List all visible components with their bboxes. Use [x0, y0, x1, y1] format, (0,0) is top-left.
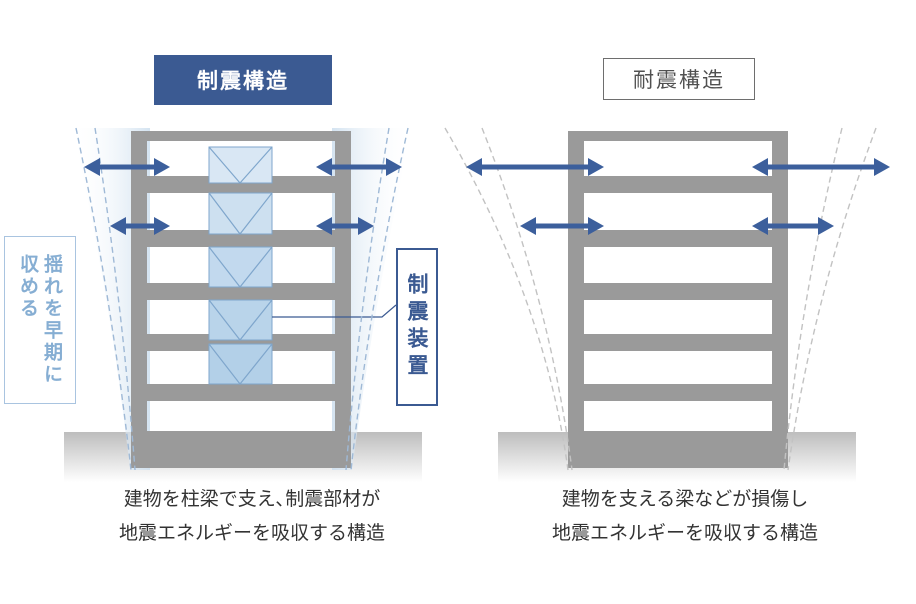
device-leader-line — [272, 304, 397, 318]
caption-right-line1: 建物を支える梁などが損傷し — [561, 488, 809, 510]
double-headed-arrow-icon — [520, 217, 604, 235]
sway-shade-right — [332, 128, 412, 470]
side-label-early-damping: 揺れを早期に 収める — [4, 236, 76, 404]
damper-brace-icon — [208, 192, 273, 235]
sway-lines-left — [75, 127, 409, 471]
damper-brace-icon — [208, 299, 273, 341]
caption-left-line2: 地震エネルギーを吸収する構造 — [118, 522, 385, 544]
double-headed-arrow-icon — [316, 217, 374, 235]
double-headed-arrow-icon — [752, 158, 890, 176]
double-headed-arrow-icon — [110, 217, 170, 235]
title-taishin-kozo: 耐震構造 — [603, 58, 755, 100]
building-frame-right — [568, 131, 788, 468]
caption-right: 建物を支える梁などが損傷し 地震エネルギーを吸収する構造 — [485, 482, 885, 550]
sway-shade-left — [72, 128, 150, 470]
double-headed-arrow-icon — [316, 158, 402, 176]
sway-lines-right — [444, 127, 877, 471]
double-headed-arrow-icon — [752, 217, 834, 235]
damper-brace-icon — [208, 146, 273, 184]
caption-right-line2: 地震エネルギーを吸収する構造 — [551, 522, 818, 544]
double-headed-arrow-icon — [466, 158, 604, 176]
double-headed-arrow-icon — [84, 158, 170, 176]
building-frame-left — [131, 131, 351, 468]
device-label-box: 制震装置 — [396, 248, 438, 406]
caption-left-line1: 建物を柱梁で支え､制震部材が — [123, 488, 381, 510]
caption-left: 建物を柱梁で支え､制震部材が 地震エネルギーを吸収する構造 — [52, 482, 452, 550]
damper-brace-icon — [208, 343, 273, 385]
arrows — [84, 158, 890, 235]
damper-column — [208, 146, 273, 385]
damper-brace-icon — [208, 246, 273, 288]
side-label-text: 揺れを早期に 収める — [17, 254, 63, 386]
device-label-text: 制震装置 — [405, 273, 429, 381]
title-seishin-kozo: 制震構造 — [154, 55, 332, 105]
